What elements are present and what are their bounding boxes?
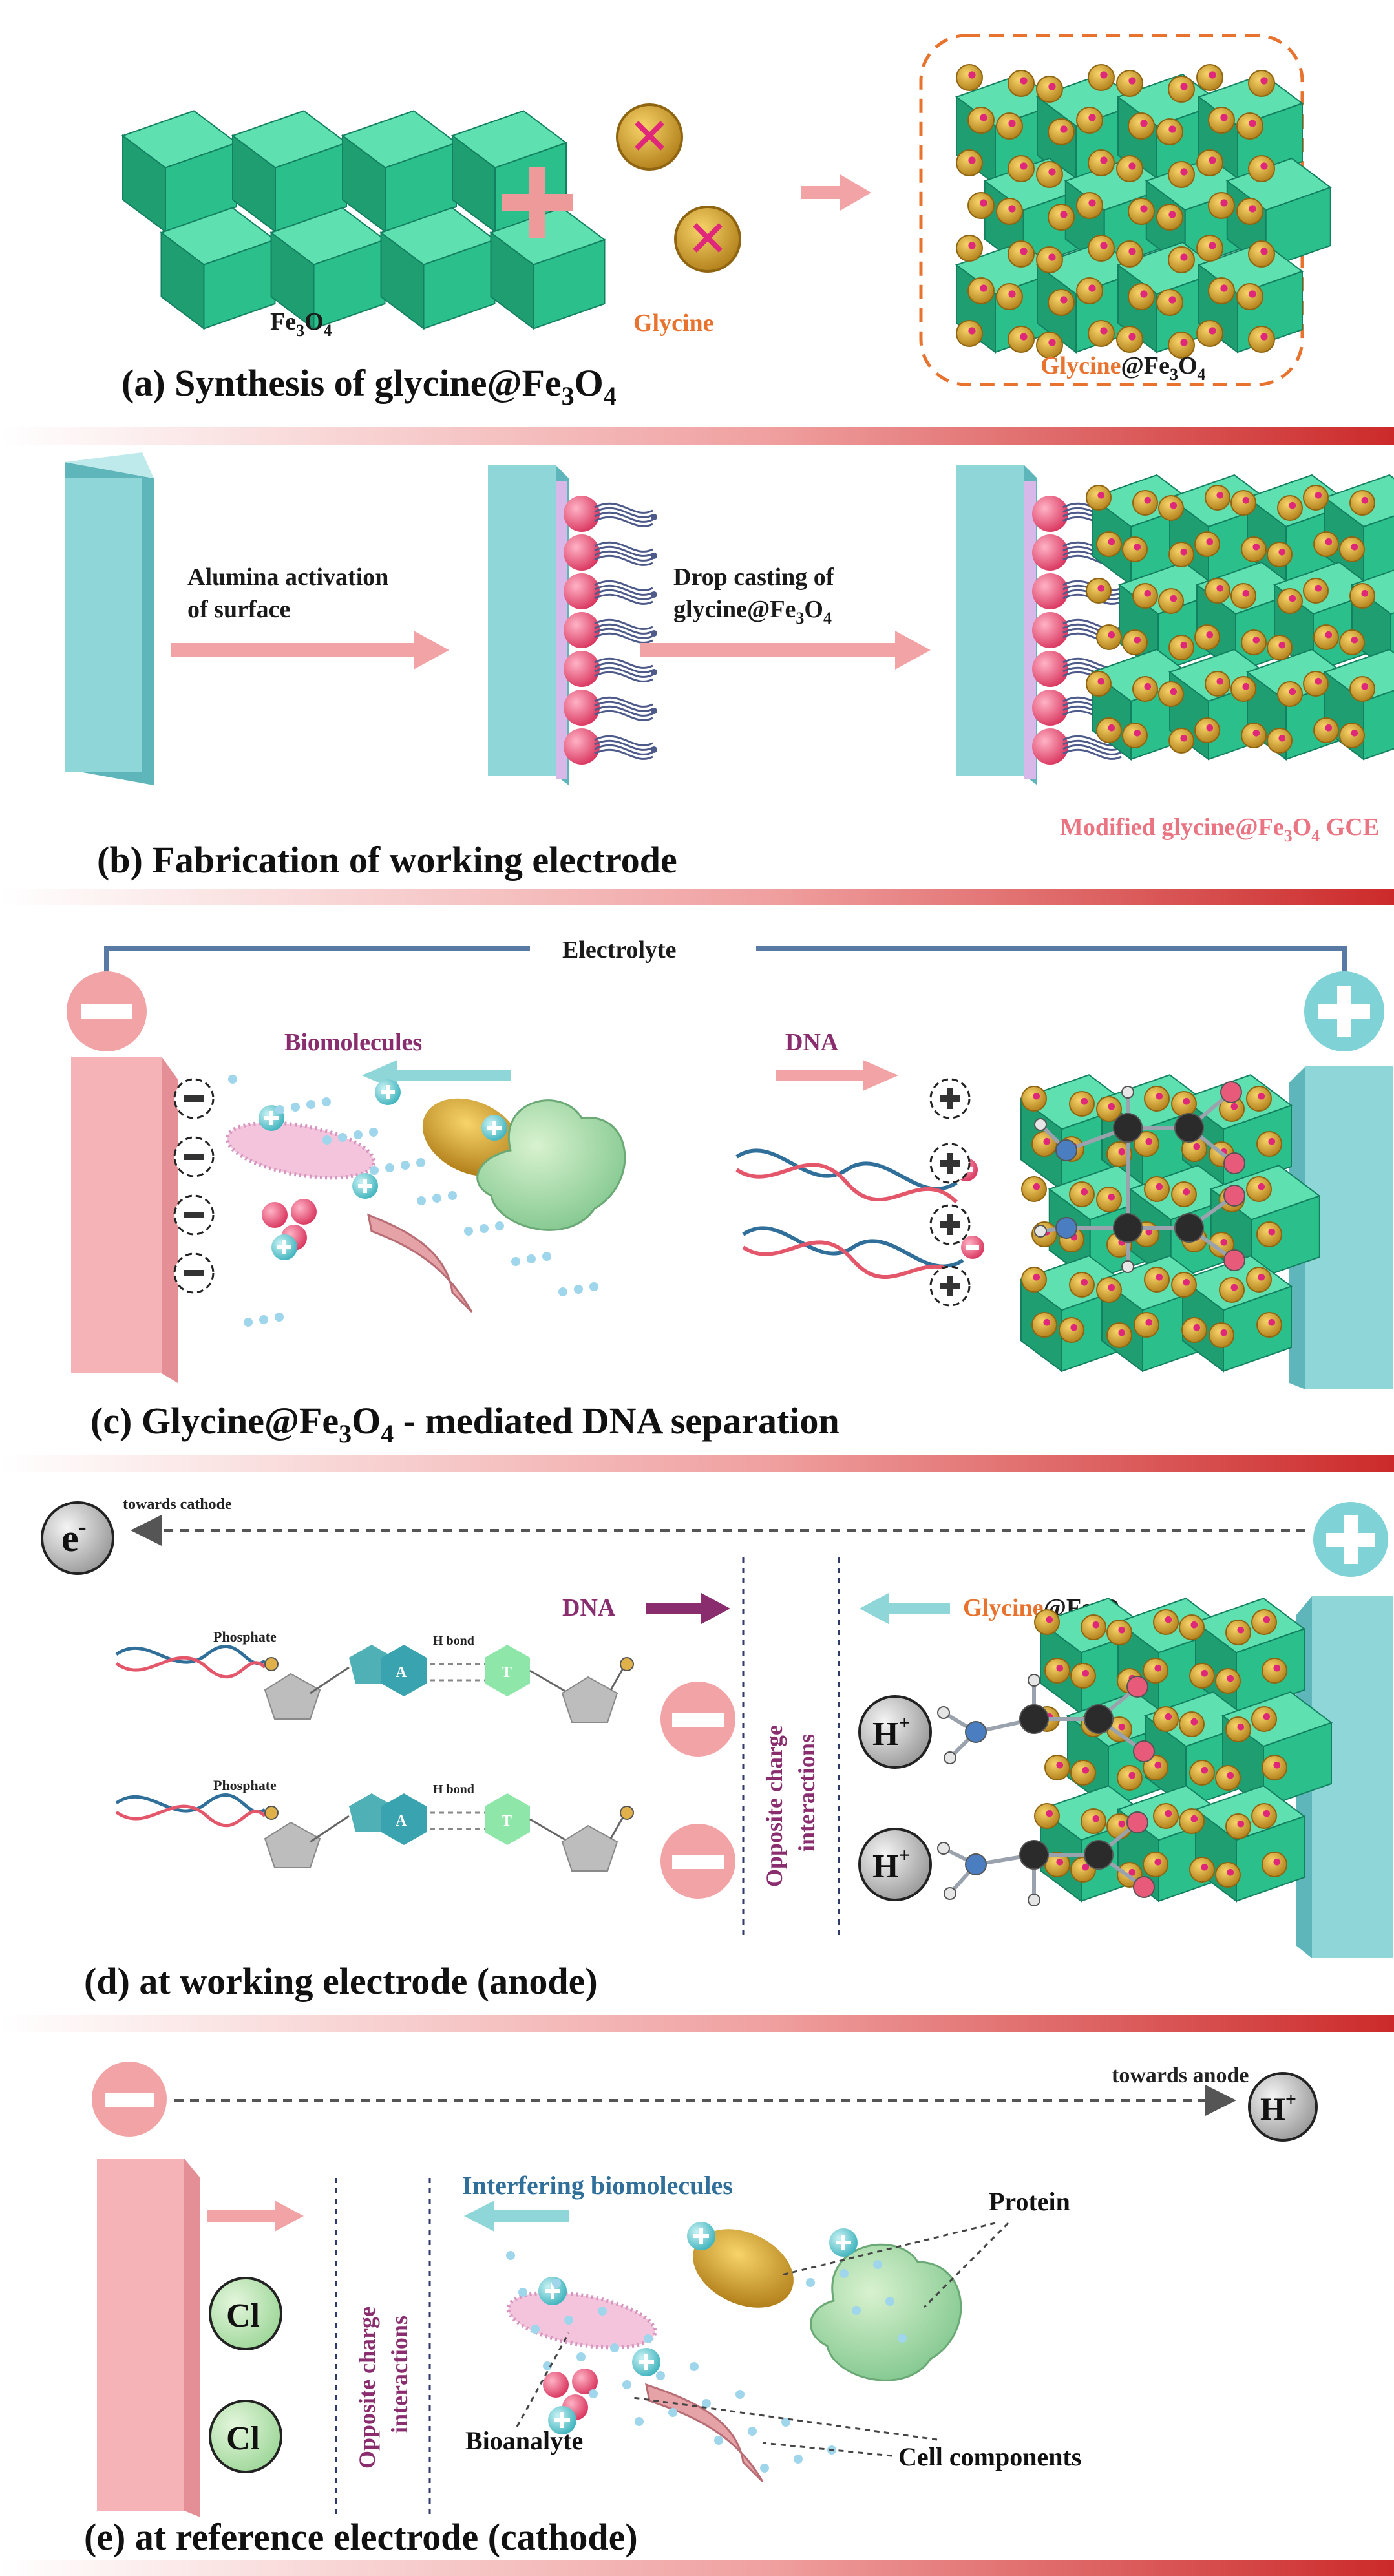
step1-label-line1: Alumina activation	[187, 564, 388, 591]
svg-text:Phosphate: Phosphate	[213, 1777, 277, 1793]
glycine-label: Glycine	[633, 310, 714, 337]
caption-a: (a) Synthesis of glycine@Fe3O4	[121, 362, 617, 410]
dna-label: DNA	[785, 1029, 839, 1056]
panel-b: Alumina activation of surface Drop casti…	[65, 452, 1394, 881]
dna-arrow	[776, 1060, 898, 1091]
activated-surface-groups	[564, 496, 657, 765]
protein-icon	[810, 2243, 962, 2381]
caption-b: (b) Fabrication of working electrode	[97, 839, 677, 881]
cathode-terminal	[67, 971, 147, 1051]
positive-ions	[929, 1078, 971, 1307]
step1-label-line2: of surface	[187, 596, 290, 623]
caption-c: (c) Glycine@Fe3O4 - mediated DNA separat…	[90, 1400, 840, 1448]
plus-sign	[502, 167, 573, 238]
divider	[0, 2560, 1394, 2576]
dna-negative-charges	[660, 1682, 735, 1899]
proton-badge: H+	[858, 1695, 932, 1769]
svg-text:Cl: Cl	[226, 2420, 260, 2457]
bare-electrode	[65, 452, 154, 785]
svg-text:H bond: H bond	[433, 1634, 474, 1648]
divider	[0, 889, 1394, 905]
biomolecules-cluster	[225, 1075, 626, 1327]
electron-badge: e-	[41, 1501, 114, 1575]
glycine-particles	[956, 64, 1275, 359]
cell-components-label: Cell components	[898, 2442, 1081, 2471]
interactions-label-line1: Opposite charge	[354, 2307, 380, 2469]
panel-c: Electrolyte Biomolecules	[67, 931, 1393, 1448]
proton-badge: H+	[858, 1828, 932, 1901]
panel-a: Fe3O4 Glycine Glycine@Fe3O4 (a) Synthesi…	[121, 34, 1332, 410]
fe3o4-crystal-cluster	[121, 110, 606, 330]
biomolecules-label: Biomolecules	[284, 1029, 422, 1056]
chloride-arrow	[207, 2201, 304, 2232]
interactions-label-line2: interactions	[386, 2316, 412, 2433]
glycine-fe3o4-coating	[1090, 474, 1394, 761]
glycine-molecule-structure	[1034, 1081, 1245, 1273]
interactions-label-line2: interactions	[794, 1734, 819, 1852]
svg-text:A: A	[396, 1813, 407, 1830]
negative-ions	[173, 1078, 215, 1294]
protein-label: Protein	[989, 2187, 1070, 2216]
modified-gce-label: Modified glycine@Fe3O4 GCE	[1060, 814, 1379, 845]
towards-anode-label: towards anode	[1112, 2064, 1249, 2087]
svg-text:H+: H+	[1260, 2089, 1296, 2127]
svg-text:H+: H+	[872, 1843, 911, 1885]
dna-label: DNA	[562, 1594, 616, 1621]
svg-text:Phosphate: Phosphate	[213, 1629, 277, 1645]
towards-cathode-label: towards cathode	[123, 1496, 232, 1513]
chloride-ion: Cl	[209, 2277, 282, 2350]
cathode-electrode	[71, 1057, 178, 1383]
glycine-molecule-structure	[937, 1674, 1155, 1906]
protein-icon	[693, 2229, 794, 2308]
activation-arrow	[171, 631, 449, 670]
svg-text:Cl: Cl	[226, 2297, 260, 2334]
modified-electrode	[956, 465, 1394, 785]
caption-d: (d) at working electrode (anode)	[84, 1960, 598, 2002]
step2-label-line2: glycine@Fe3O4	[673, 596, 832, 628]
product-label: Glycine@Fe3O4	[1040, 352, 1206, 384]
caption-e: (e) at reference electrode (cathode)	[84, 2516, 638, 2558]
chloride-ion: Cl	[209, 2400, 282, 2473]
dna-arrow	[646, 1593, 730, 1624]
bioanalyte-label: Bioanalyte	[465, 2426, 583, 2455]
svg-text:H+: H+	[872, 1711, 911, 1753]
interactions-label-line1: Opposite charge	[761, 1725, 787, 1887]
proton-badge: H+	[1248, 2072, 1318, 2142]
fe3o4-label: Fe3O4	[270, 308, 332, 340]
divider	[0, 2015, 1394, 2032]
cathode-electrode	[97, 2159, 200, 2517]
svg-text:T: T	[502, 1664, 512, 1681]
interfering-arrow	[464, 2201, 569, 2232]
cathode-terminal	[92, 2062, 167, 2137]
drop-casting-arrow	[640, 631, 931, 670]
glycine-molecule-icon	[616, 103, 741, 273]
interfering-biomolecules-label: Interfering biomolecules	[462, 2171, 733, 2200]
divider	[0, 427, 1394, 445]
biomolecules-cluster	[506, 2222, 962, 2483]
reaction-arrow	[801, 174, 871, 211]
svg-text:H bond: H bond	[433, 1782, 474, 1797]
glycine-arrow	[860, 1593, 950, 1624]
svg-text:e-: e-	[61, 1514, 87, 1559]
activated-electrode	[488, 465, 657, 785]
anode-terminal	[1313, 1502, 1388, 1577]
electrolyte-label: Electrolyte	[562, 936, 677, 964]
step2-label-line1: Drop casting of	[673, 564, 835, 591]
svg-text:T: T	[502, 1813, 512, 1830]
anode-terminal	[1304, 971, 1384, 1051]
divider	[0, 1455, 1394, 1472]
svg-text:A: A	[396, 1664, 407, 1681]
protein-icon	[476, 1099, 626, 1231]
panel-e: towards anode H+ Cl Cl Opposite charge i…	[84, 2062, 1318, 2558]
